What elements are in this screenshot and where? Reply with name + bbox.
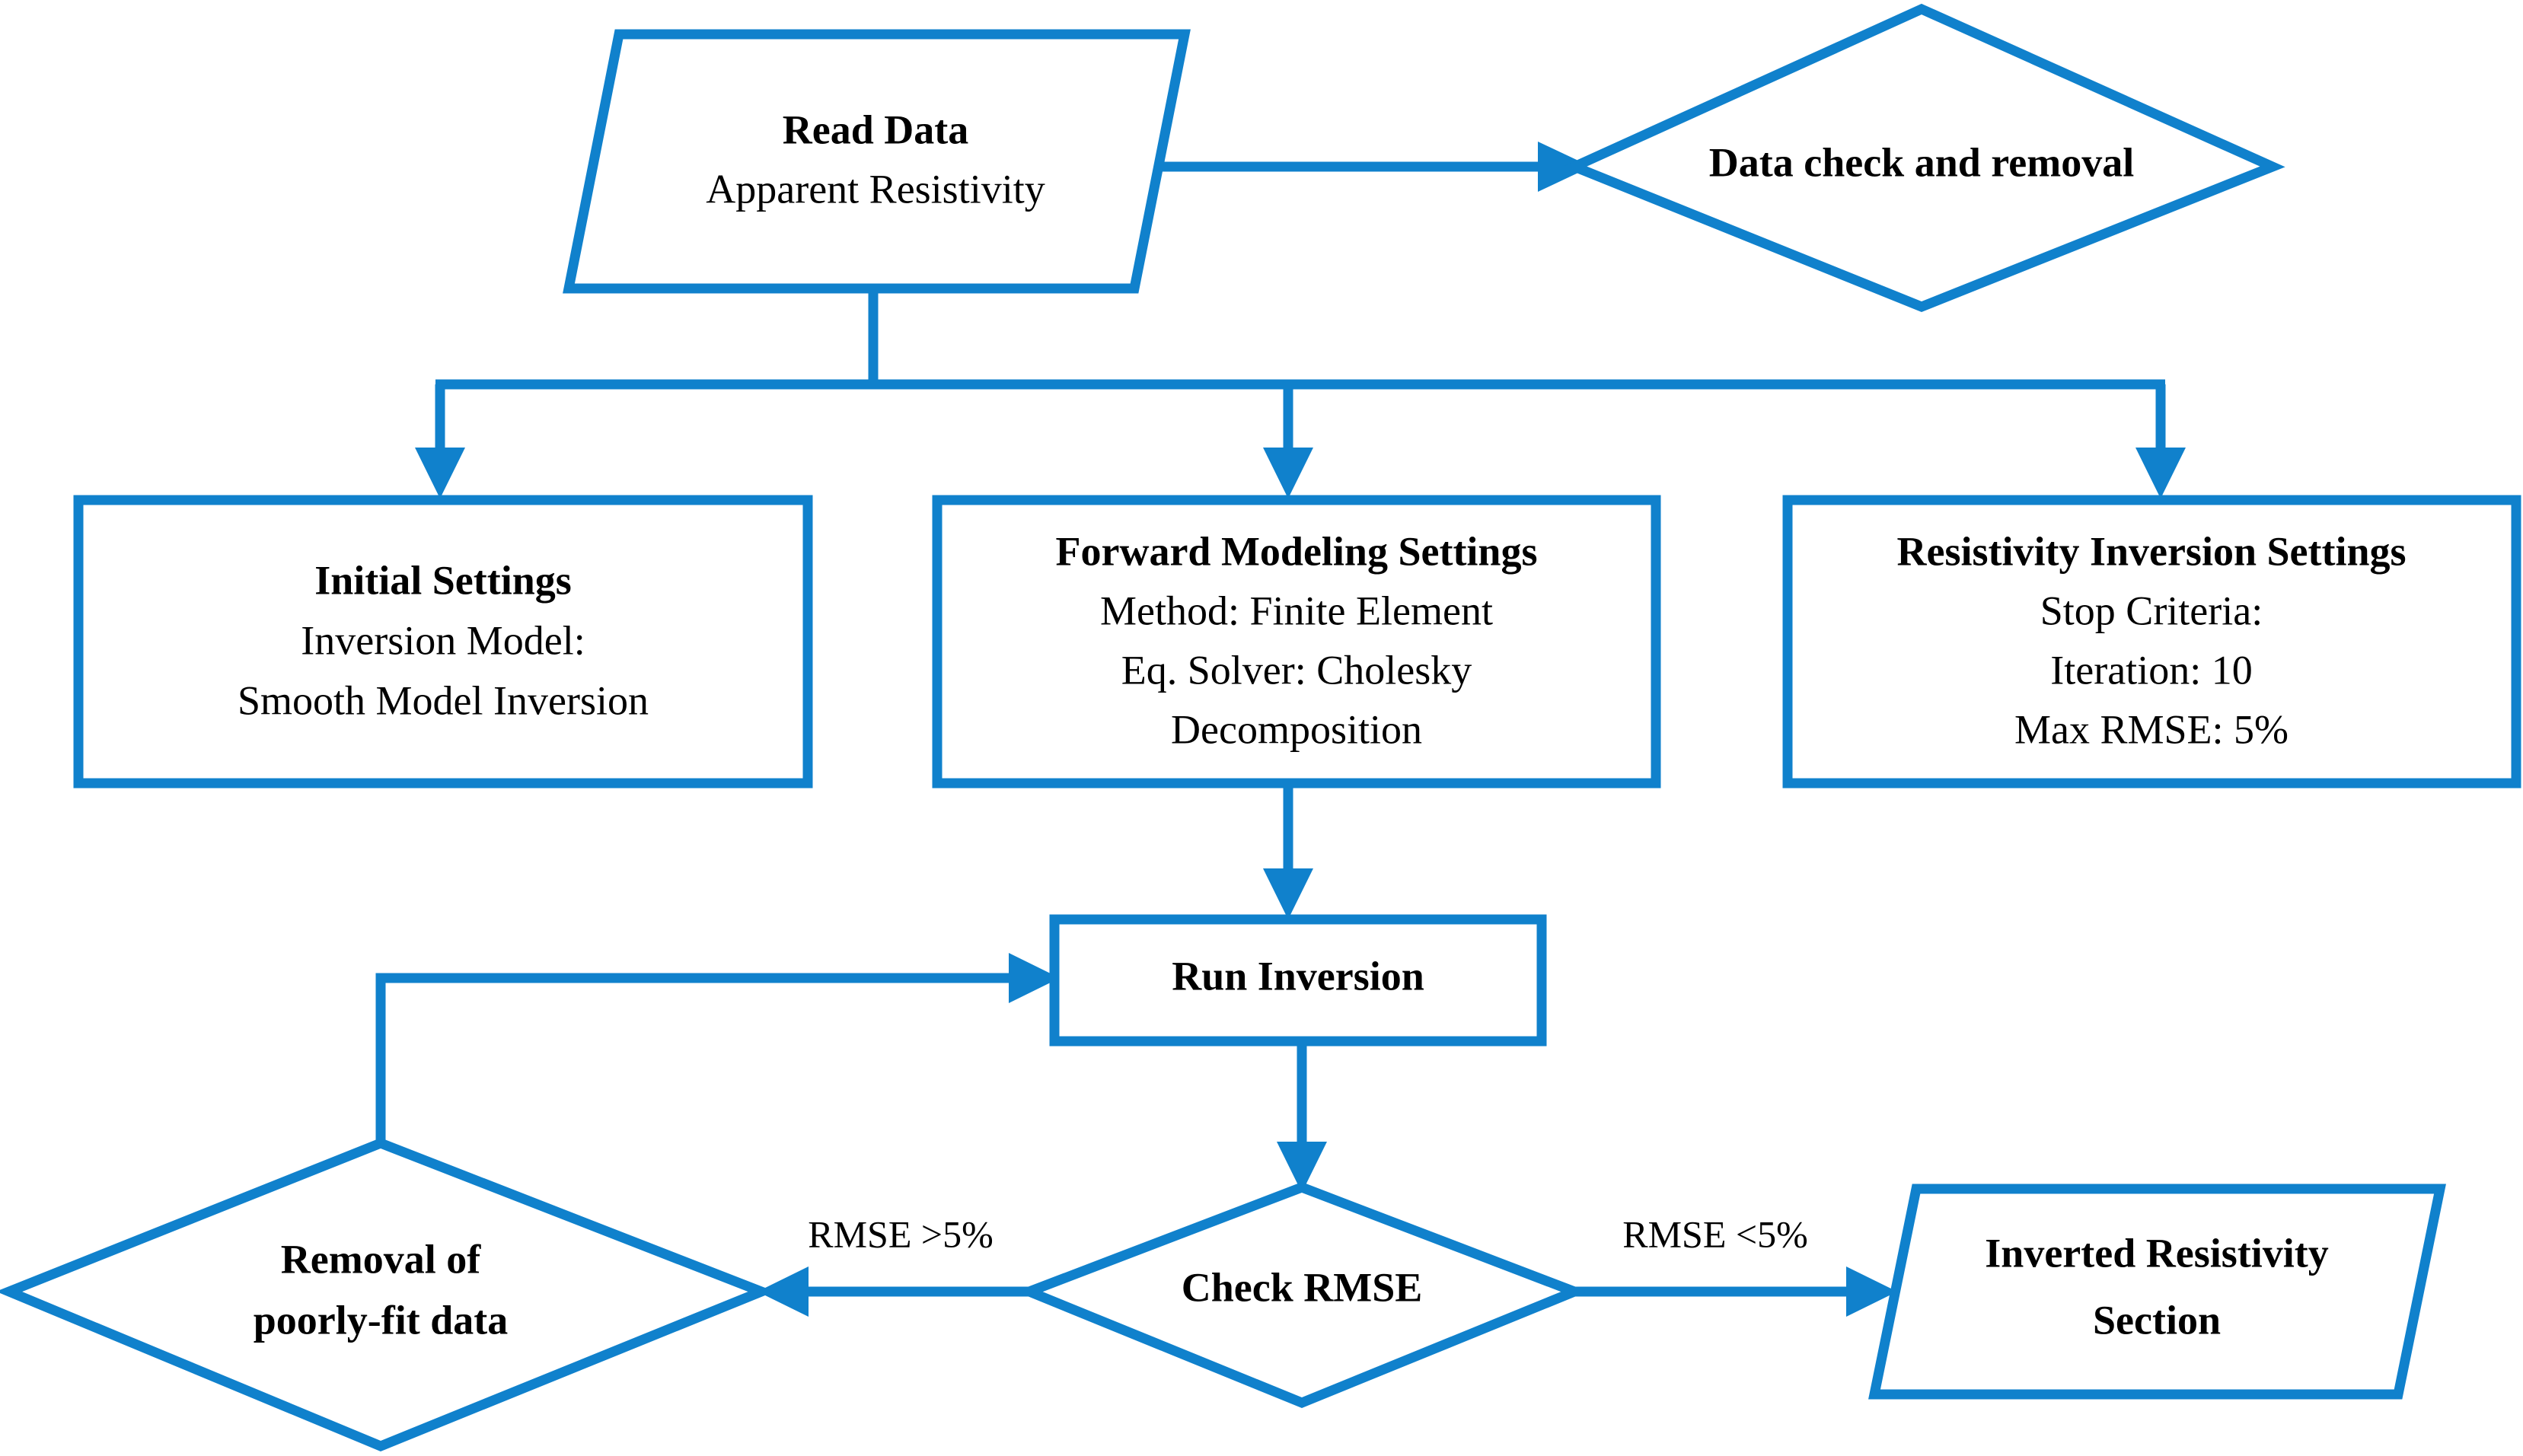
edge-checkrmse-to-inverted [1572, 1266, 1897, 1317]
node-check-rmse[interactable]: Check RMSE [1016, 1182, 1588, 1409]
edge-forward-to-runinversion [1263, 784, 1313, 919]
node-forward-modeling-settings[interactable]: Forward Modeling Settings Method: Finite… [932, 495, 1661, 789]
inverted-section-line2: Section [2093, 1297, 2221, 1343]
check-rmse-label: Check RMSE [1182, 1264, 1423, 1310]
node-removal-poorly-fit-data[interactable]: Removal of poorly-fit data [0, 1138, 775, 1452]
edge-readdata-to-datacheck [1159, 142, 1591, 192]
resistivity-inversion-line4: Max RMSE: 5% [2014, 706, 2289, 752]
edge-runinversion-to-checkrmse [1277, 1040, 1327, 1193]
node-inverted-resistivity-section[interactable]: Inverted Resistivity Section [1868, 1184, 2446, 1400]
run-inversion-label: Run Inversion [1172, 953, 1424, 999]
edge-checkrmse-to-removal [758, 1266, 1032, 1317]
node-data-check-removal[interactable]: Data check and removal [1561, 3, 2285, 313]
node-read-data[interactable]: Read Data Apparent Resistivity [563, 29, 1191, 294]
removal-line1: Removal of [281, 1236, 481, 1282]
node-resistivity-inversion-settings[interactable]: Resistivity Inversion Settings Stop Crit… [1782, 495, 2521, 789]
resistivity-inversion-line2: Stop Criteria: [2040, 588, 2263, 633]
initial-settings-line2: Inversion Model: [301, 617, 585, 663]
edge-readdata-to-settings-branch [415, 292, 2186, 499]
read-data-subtitle: Apparent Resistivity [706, 166, 1045, 212]
inverted-section-line1: Inverted Resistivity [1985, 1230, 2328, 1276]
data-check-label: Data check and removal [1709, 139, 2134, 185]
forward-modeling-line4: Decomposition [1171, 706, 1422, 752]
forward-modeling-title: Forward Modeling Settings [1056, 528, 1538, 574]
node-initial-settings[interactable]: Initial Settings Inversion Model: Smooth… [73, 495, 813, 789]
resistivity-inversion-title: Resistivity Inversion Settings [1896, 528, 2406, 574]
forward-modeling-line3: Eq. Solver: Cholesky [1121, 647, 1472, 693]
forward-modeling-line2: Method: Finite Element [1100, 588, 1493, 633]
initial-settings-title: Initial Settings [314, 557, 572, 603]
resistivity-inversion-line3: Iteration: 10 [2050, 647, 2252, 693]
edge-label-rmse-high: RMSE >5% [808, 1212, 994, 1255]
edge-label-rmse-low: RMSE <5% [1622, 1212, 1808, 1255]
removal-line2: poorly-fit data [254, 1297, 508, 1343]
read-data-title: Read Data [783, 107, 968, 152]
initial-settings-line3: Smooth Model Inversion [238, 677, 649, 723]
node-run-inversion[interactable]: Run Inversion [1049, 914, 1547, 1047]
